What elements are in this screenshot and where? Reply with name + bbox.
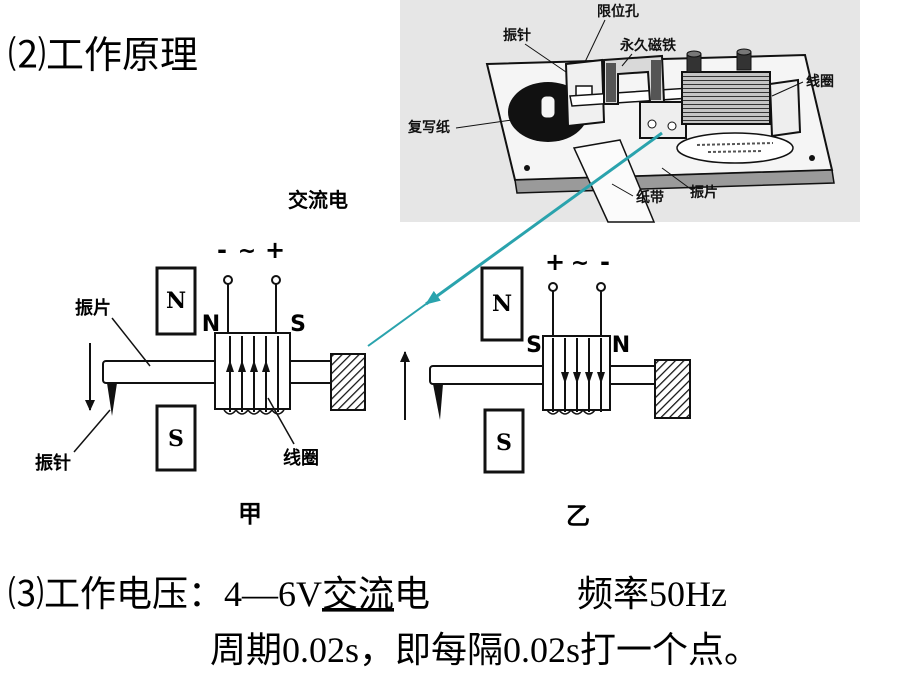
polarity-right: -	[600, 248, 610, 276]
current-up-arrow-icon	[250, 360, 258, 372]
photo-label-carbon-paper: 复写纸	[407, 119, 450, 136]
polarity-left: -	[217, 236, 227, 264]
terminal-knob	[736, 48, 752, 71]
photo-label-reed: 振片	[690, 184, 718, 201]
photo-label-tape: 纸带	[636, 189, 664, 206]
leader-line	[73, 409, 111, 453]
photo-label-coil: 线圈	[806, 73, 834, 90]
leader-line	[111, 317, 151, 367]
diagram-yi: + ~ - N S S N 乙	[429, 248, 691, 530]
polarity-right: +	[265, 236, 285, 264]
page-title: ⑵工作原理	[8, 35, 198, 77]
top-magnet	[480, 266, 524, 342]
board-screw	[524, 165, 530, 171]
fixed-block	[330, 353, 366, 411]
device-photo: 限位孔 振针 永久磁铁 线圈 复写纸 纸带 振片	[400, 0, 860, 223]
fixed-block	[654, 359, 691, 419]
coil-pole-right: N	[612, 333, 630, 358]
period-line: 周期0.02s，即每隔0.02s打一个点。	[210, 630, 760, 670]
top-magnet-pole: N	[166, 288, 186, 314]
ac-power-label: 交流电	[288, 188, 348, 212]
diagram-jia: - ~ + N S N S 振片 振针 线圈 甲	[35, 236, 366, 528]
board-screw	[809, 155, 815, 161]
current-down-arrow-icon	[561, 372, 569, 384]
coil-pole-left: N	[202, 312, 220, 337]
terminal-point	[271, 275, 281, 285]
clamp-screw	[667, 121, 677, 131]
clamp-screw	[647, 119, 657, 129]
paper-tape	[572, 139, 656, 223]
pointer-arrow-shaft	[425, 131, 663, 306]
leader-line	[771, 81, 804, 97]
terminal-point	[596, 282, 606, 292]
leader-line	[621, 53, 633, 67]
caption-yi: 乙	[566, 502, 590, 530]
terminal-point	[548, 282, 558, 292]
current-down-arrow-icon	[585, 372, 593, 384]
label-reed: 振片	[75, 297, 111, 319]
polarity-ac-symbol: ~	[238, 239, 256, 264]
label-coil: 线圈	[283, 447, 319, 469]
working-voltage-line: ⑶工作电压：4—6V交流电	[8, 574, 430, 614]
label-needle: 振针	[35, 452, 71, 474]
bottom-magnet	[483, 408, 525, 474]
voltage-prefix: ⑶工作电压：4—6V	[8, 574, 322, 614]
vibrating-needle	[107, 383, 117, 416]
leader-line	[611, 183, 634, 197]
coil-bracket	[768, 78, 802, 138]
leader-line	[455, 119, 513, 129]
coil-body	[681, 71, 771, 125]
reed-clamp	[639, 101, 687, 139]
pointer-arrow-tail	[367, 303, 427, 347]
photo-label-limit-hole: 限位孔	[597, 3, 639, 20]
coil-loops	[223, 408, 285, 415]
coil-loops	[546, 408, 596, 415]
leader-line	[524, 43, 567, 73]
voltage-suffix: 电	[394, 574, 430, 614]
frequency-text: 频率50Hz	[577, 574, 727, 614]
top-magnet	[155, 266, 197, 336]
photo-label-needle: 振针	[503, 27, 531, 44]
carbon-paper-slot	[540, 95, 556, 119]
nameplate-mark	[696, 142, 774, 146]
vibrating-needle	[433, 384, 443, 420]
coil-pole-right: S	[290, 312, 306, 337]
top-magnet-pole: N	[492, 291, 512, 317]
current-down-arrow-icon	[597, 372, 605, 384]
photo-label-magnet: 永久磁铁	[619, 37, 676, 54]
current-up-arrow-icon	[226, 360, 234, 372]
magnet-shading	[651, 60, 661, 100]
current-up-arrow-icon	[262, 360, 270, 372]
voltage-ac-underlined: 交流	[322, 574, 394, 614]
nameplate-mark	[707, 150, 763, 153]
knob-top	[736, 48, 752, 56]
leader-line	[661, 167, 693, 191]
leader-line	[584, 19, 606, 63]
magnet-shading	[606, 63, 616, 102]
terminal-point	[223, 275, 233, 285]
current-down-arrow-icon	[573, 372, 581, 384]
coil-pole-left: S	[526, 333, 542, 358]
polarity-left: +	[545, 248, 565, 276]
pointer-arrow	[367, 131, 663, 347]
nameplate	[676, 132, 794, 164]
knob-top	[686, 50, 702, 58]
polarity-ac-symbol: ~	[571, 251, 589, 276]
bottom-magnet	[155, 404, 197, 472]
leader-line	[267, 397, 295, 445]
caption-jia: 甲	[238, 500, 262, 528]
current-up-arrow-icon	[238, 360, 246, 372]
bottom-magnet-pole: S	[496, 430, 512, 456]
terminal-knob	[686, 50, 702, 73]
permanent-magnet	[603, 54, 666, 105]
bottom-magnet-pole: S	[168, 426, 184, 452]
